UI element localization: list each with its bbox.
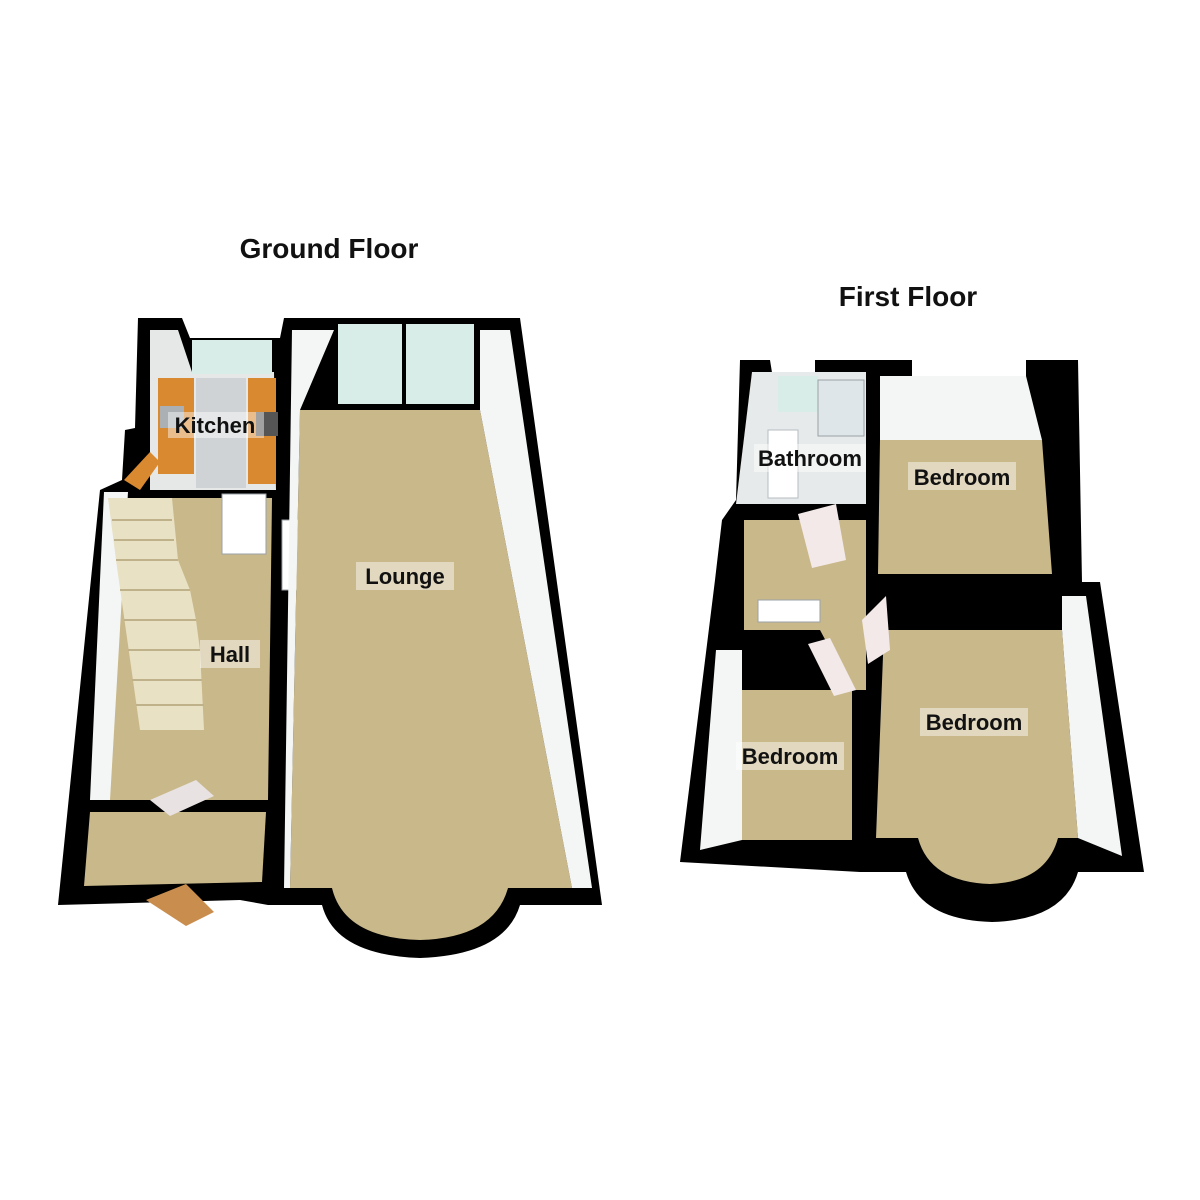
bedroom-bottom-left-label: Bedroom [742, 744, 839, 769]
bathroom-label-background [754, 444, 866, 472]
ground-floor-plan: Ground Floor Kitchen Lounge Hall [58, 233, 602, 958]
hall-label-background [200, 640, 260, 668]
porch-floor [84, 812, 266, 886]
bedroom-top-right-label-background [908, 462, 1016, 490]
front-door-icon [146, 884, 214, 926]
porch-inner-door-icon [150, 780, 214, 816]
lounge-label-background [356, 562, 454, 590]
bedroom-bottom-right-floor [876, 630, 1078, 884]
kitchen-door-icon [124, 452, 160, 490]
kitchen-label-background [168, 412, 264, 438]
bedroom-bottom-right-wall-face [1062, 596, 1122, 856]
lounge-floor [290, 410, 572, 940]
bathtub-icon [767, 429, 799, 499]
bathroom-door-icon [798, 504, 846, 568]
bedroom-top-right-label: Bedroom [914, 465, 1011, 490]
bathroom-window [778, 376, 818, 412]
ground-floor-title: Ground Floor [240, 233, 419, 264]
lounge-patio-door-left [338, 324, 402, 404]
first-floor-plan: First Floor Bathroom Bedroom Bedroom Bed… [680, 281, 1144, 922]
staircase [108, 498, 204, 730]
lounge-wall-face-left [284, 330, 334, 888]
lounge-wall-face-right [480, 330, 592, 888]
kitchen-tiled-floor [196, 378, 246, 488]
hob-icon [256, 412, 278, 436]
bedroom-bottom-right-label: Bedroom [926, 710, 1023, 735]
bedroom-bottom-left-wall-face [700, 650, 742, 850]
hall-door-to-kitchen-icon [221, 493, 267, 555]
lounge-label: Lounge [365, 564, 444, 589]
bedroom-bottom-left-label-background [736, 742, 844, 770]
first-floor-title: First Floor [839, 281, 978, 312]
bedroom-bottom-left-floor [742, 690, 852, 840]
lounge-patio-door-right [406, 324, 474, 404]
landing-balustrade-icon [757, 599, 821, 623]
bedroom-top-right-wall-face [880, 376, 1042, 440]
sink-icon [160, 406, 184, 428]
bedroom-bottom-left-door-icon [808, 638, 856, 696]
bedroom-top-right-floor [878, 440, 1052, 574]
bathroom-label: Bathroom [758, 446, 862, 471]
kitchen-window [192, 340, 272, 374]
bedroom-bottom-right-door-icon [862, 596, 890, 664]
hall-label: Hall [210, 642, 250, 667]
shower-icon [817, 379, 865, 437]
kitchen-label: Kitchen [175, 413, 256, 438]
bedroom-bottom-right-label-background [920, 708, 1028, 736]
